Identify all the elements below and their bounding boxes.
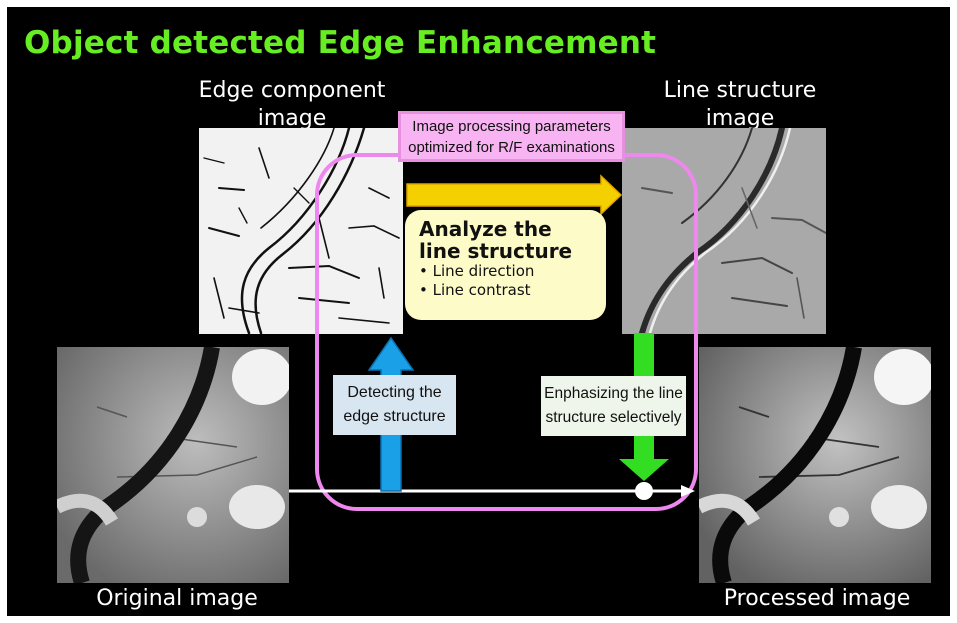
detecting-note-line1: Detecting the: [347, 384, 442, 401]
parameter-box-line2: optimized for R/F examinations: [408, 139, 615, 156]
line-structure-label: Line structure image: [650, 77, 830, 133]
edge-component-label: Edge component image: [192, 77, 392, 133]
analyze-heading-line1: Analyze the: [419, 217, 552, 241]
parameter-box: Image processing parameters optimized fo…: [398, 111, 625, 162]
edge-component-label-line2: image: [257, 106, 327, 131]
detecting-note-line2: edge structure: [343, 408, 446, 425]
parameter-box-line1: Image processing parameters: [412, 118, 611, 135]
original-image: [57, 347, 289, 583]
original-image-label: Original image: [96, 586, 258, 611]
enhancing-note: Enphasizing the line structure selective…: [541, 376, 686, 436]
analyze-item-contrast: • Line contrast: [419, 281, 531, 299]
processed-image: [699, 347, 931, 583]
line-structure-label-line2: image: [705, 106, 775, 131]
line-structure-label-line1: Line structure: [663, 78, 817, 103]
slide: Object detected Edge Enhancement Edge co…: [7, 7, 950, 616]
processed-image-label: Processed image: [723, 586, 911, 611]
slide-title: Object detected Edge Enhancement: [24, 25, 657, 61]
analyze-heading-line2: line structure: [419, 239, 573, 263]
detecting-note: Detecting the edge structure: [333, 375, 456, 435]
edge-component-label-line1: Edge component: [198, 78, 386, 103]
enhancing-note-line1: Enphasizing the line: [544, 385, 683, 402]
enhancing-note-line2: structure selectively: [545, 409, 682, 426]
analyze-item-direction: • Line direction: [419, 262, 535, 280]
analyze-box: Analyze the line structure • Line direct…: [405, 210, 606, 320]
processing-frame: [315, 153, 698, 511]
